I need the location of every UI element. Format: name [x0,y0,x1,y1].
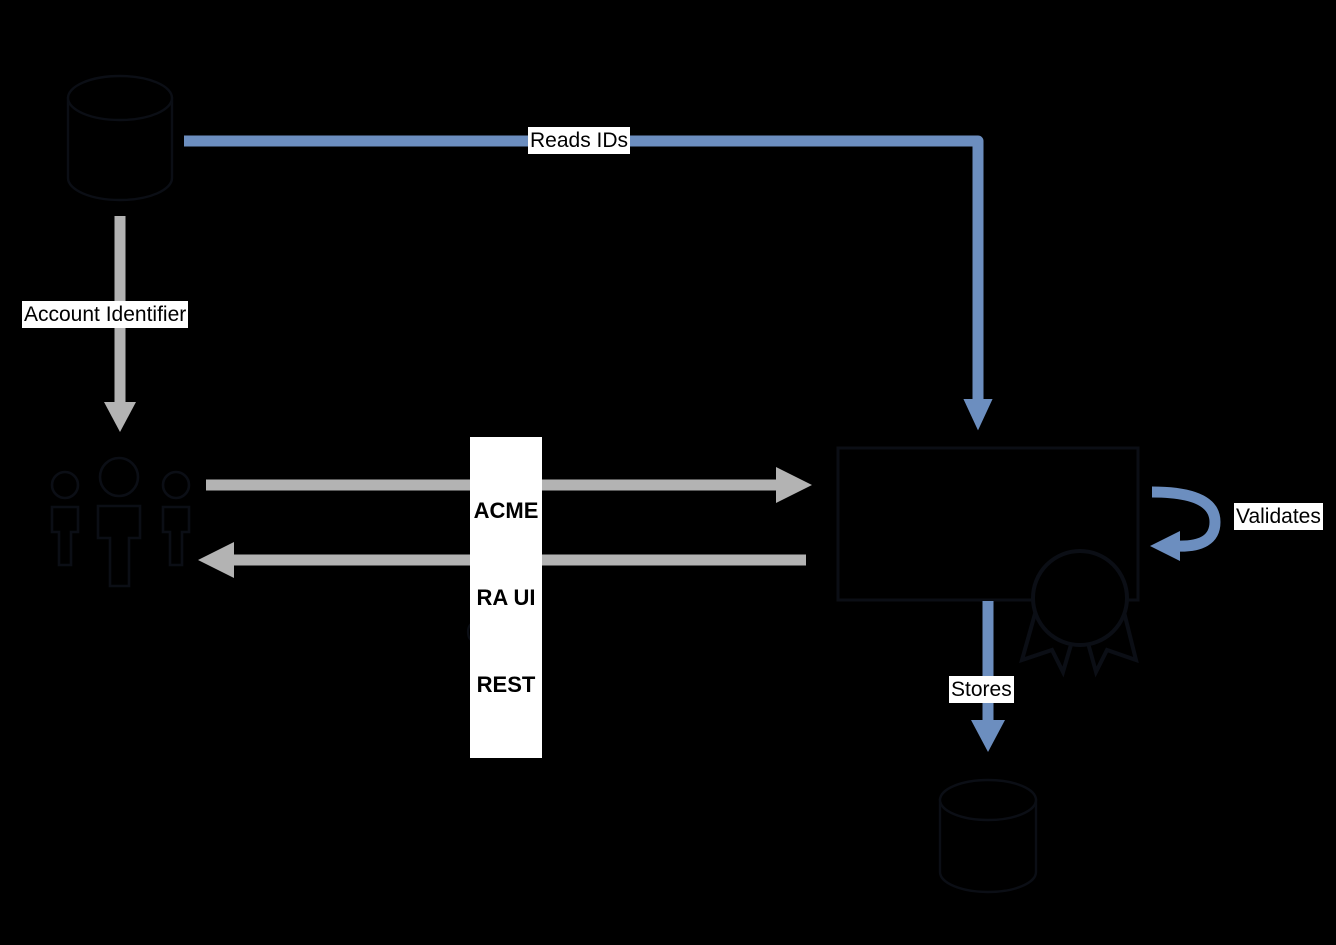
edge-label-validates: Validates [1234,503,1323,530]
stores-arrowhead-icon [971,720,1005,752]
user-center-head-icon [98,456,140,498]
edge-label-line-acme: ACME [473,498,539,523]
edge-label-line-ra-ui: RA UI [476,585,536,610]
rosette-medal-icon [1031,549,1129,647]
user-right-head-icon [161,470,191,500]
validates-edge[interactable] [1150,486,1221,561]
user-right-body-icon [161,505,191,567]
edge-label-stores: Stores [949,676,1014,703]
validates-arrowhead-icon [1150,531,1180,561]
service-award-badge [1019,549,1139,678]
target-database-body [938,798,1038,894]
user-center-body-icon [96,504,142,588]
target-database-node[interactable] [938,778,1038,894]
source-database-top [66,74,174,122]
user-left-body-icon [50,505,80,567]
target-database-top [938,778,1038,822]
edge-label-acme-ra-ui-rest: ACME RA UI REST [470,437,542,758]
source-database-node[interactable] [66,74,174,202]
users-group-node[interactable] [50,456,191,588]
reads-ids-arrowhead-icon [963,399,993,431]
response-arrowhead-icon [198,542,234,578]
source-database-body [66,96,174,202]
validates-edge-line [1151,486,1221,552]
edge-label-account-identifier: Account Identifier [22,301,189,328]
reads-ids-edge-line [184,135,984,400]
user-left-head-icon [50,470,80,500]
request-arrowhead-icon [776,467,812,503]
edge-label-reads-ids: Reads IDs [528,127,631,154]
edge-label-line-rest: REST [476,672,536,697]
reads-ids-edge[interactable] [184,135,993,431]
account-identifier-arrowhead-icon [104,402,136,432]
